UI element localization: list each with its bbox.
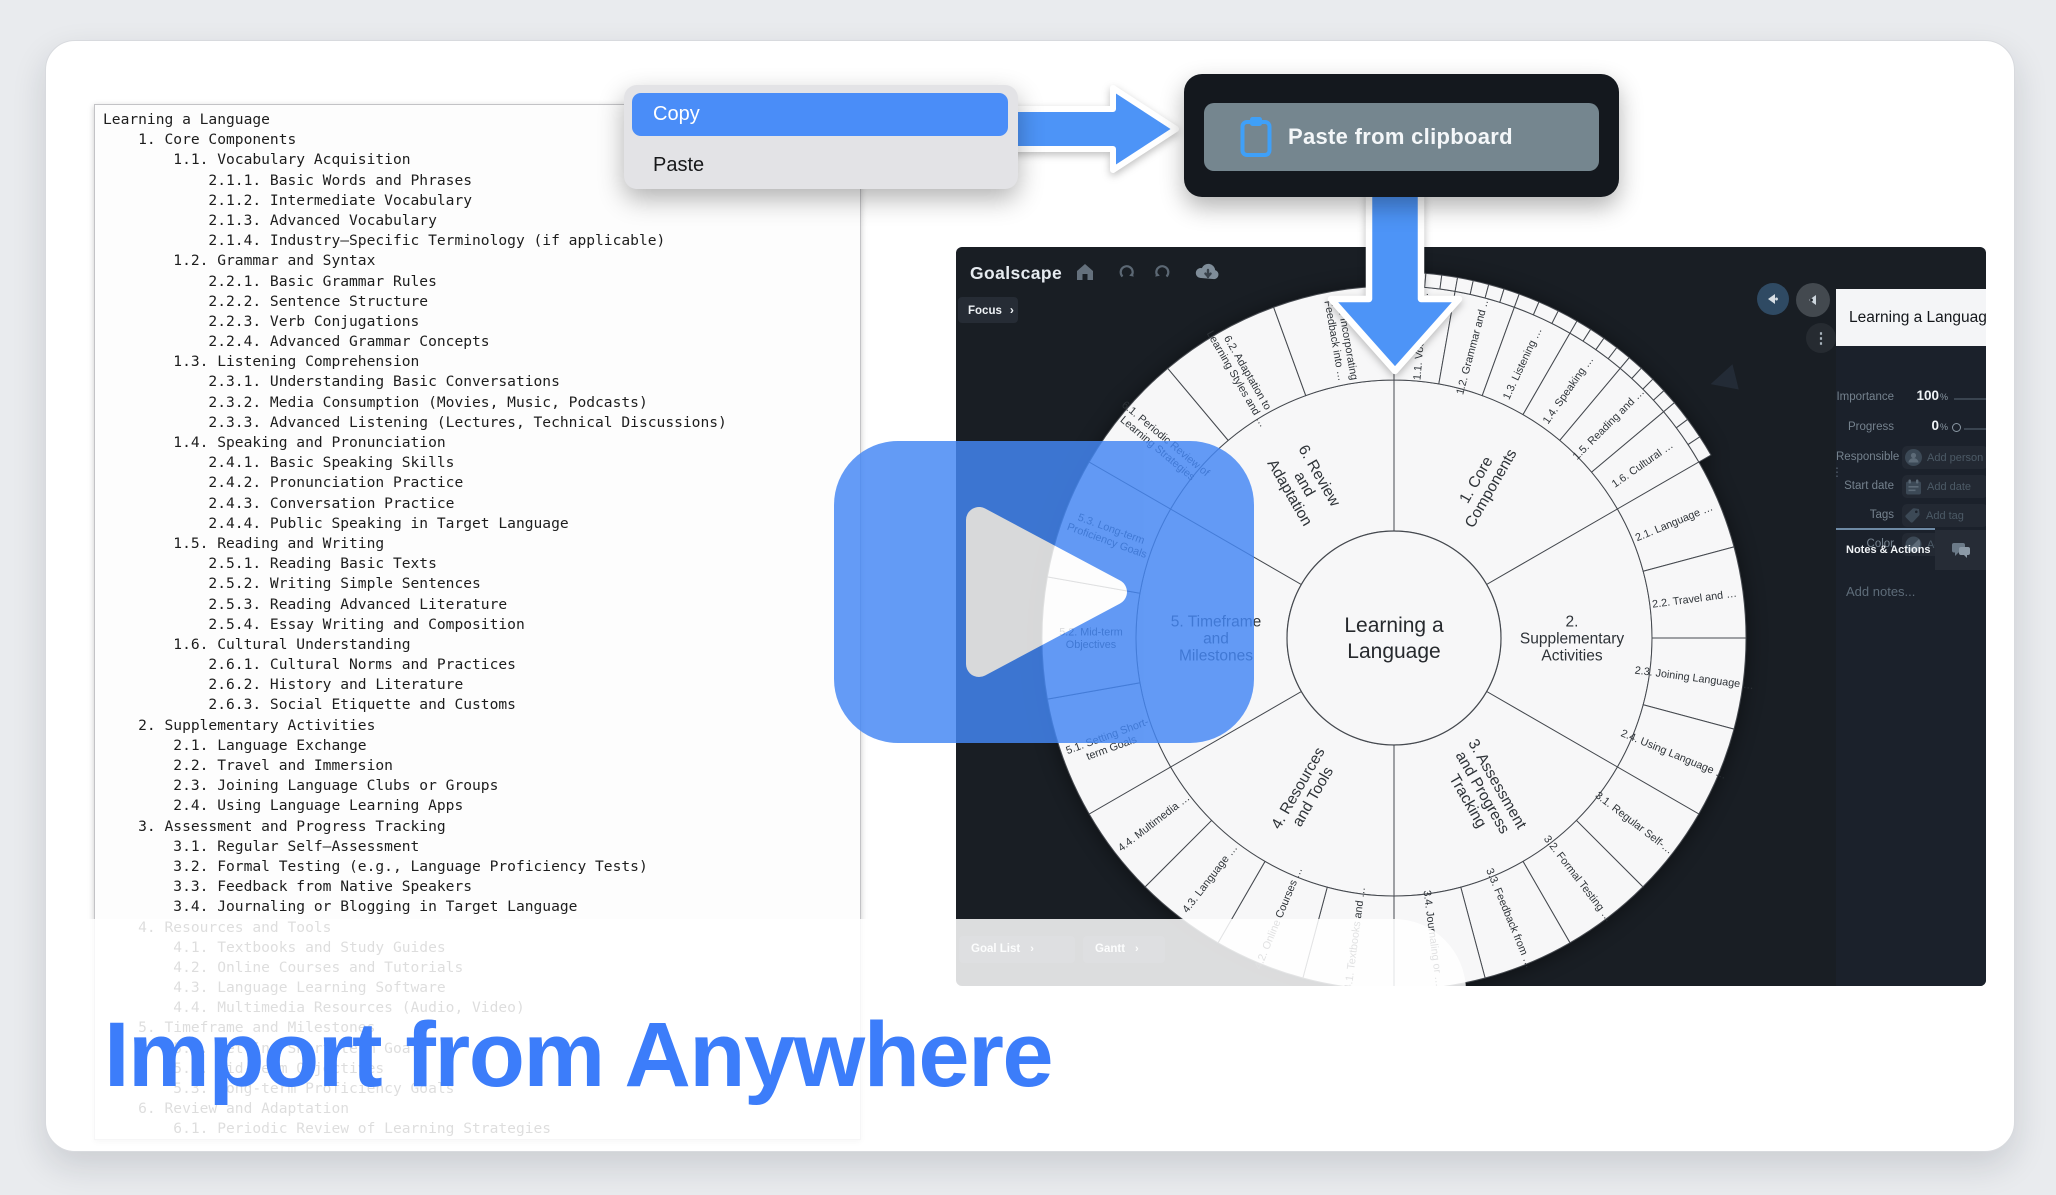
- video-frame-card: Learning a Language 1. Core Components 1…: [45, 40, 2015, 1152]
- chat-icon: [1951, 542, 1970, 558]
- outline-line: 3.1. Regular Self–Assessment: [103, 837, 420, 855]
- add-date-button[interactable]: Add date: [1902, 475, 1986, 498]
- play-icon: [966, 507, 1127, 677]
- play-button[interactable]: [834, 441, 1254, 743]
- outline-line: 2.3.1. Understanding Basic Conversations: [103, 373, 560, 391]
- outline-line: 1.1. Vocabulary Acquisition: [103, 151, 411, 169]
- tags-label: Tags: [1869, 509, 1894, 521]
- outline-line: 2.2.2. Sentence Structure: [103, 292, 429, 310]
- outline-line: 2.4.3. Conversation Practice: [103, 494, 455, 512]
- responsible-row[interactable]: Responsible Add person: [1836, 446, 1986, 471]
- outline-line: 2.4. Using Language Learning Apps: [103, 797, 464, 815]
- outline-line: 2.3. Joining Language Clubs or Groups: [103, 777, 499, 795]
- clipboard-icon: [1240, 117, 1272, 157]
- notes-input[interactable]: Add notes...: [1846, 584, 1916, 599]
- outline-line: 1.2. Grammar and Syntax: [103, 252, 376, 270]
- outline-line: 2.2.1. Basic Grammar Rules: [103, 272, 437, 290]
- outline-line: 3.3. Feedback from Native Speakers: [103, 878, 473, 896]
- goalscape-window: Goalscape Focus› 1.1. Vocabulary …1.2. G…: [956, 247, 1986, 986]
- selection-marker-icon: [1710, 364, 1739, 390]
- cloud-upload-icon[interactable]: [1194, 259, 1222, 283]
- color-label: Color: [1866, 538, 1894, 550]
- more-options-button[interactable]: ⋮: [1806, 323, 1836, 353]
- outline-line: 2.1.2. Intermediate Vocabulary: [103, 191, 473, 209]
- caption-title: Import from Anywhere: [104, 1004, 1054, 1106]
- start-date-label: Start date: [1844, 480, 1894, 492]
- caption-overlay: [46, 919, 1466, 1151]
- focus-button[interactable]: Focus›: [958, 297, 1018, 323]
- progress-slider-knob[interactable]: [1952, 423, 1961, 432]
- outline-line: 2.5.2. Writing Simple Sentences: [103, 575, 481, 593]
- redo-icon[interactable]: [1151, 262, 1173, 282]
- sunburst-chart[interactable]: 1.1. Vocabulary …1.2. Grammar and …1.3. …: [956, 247, 1986, 986]
- outline-line: 1. Core Components: [103, 131, 297, 149]
- color-circle-icon: [1905, 536, 1922, 553]
- arrow-down-icon: [1327, 189, 1463, 375]
- person-icon: [1905, 449, 1922, 466]
- arrow-right-icon: [1003, 85, 1179, 173]
- outline-line: 1.5. Reading and Writing: [103, 534, 385, 552]
- outline-line: 1.6. Cultural Understanding: [103, 635, 411, 653]
- outline-line: 2.4.4. Public Speaking in Target Languag…: [103, 514, 569, 532]
- tab-comments[interactable]: [1935, 530, 1986, 570]
- outline-line: 2. Supplementary Activities: [103, 716, 376, 734]
- progress-label: Progress: [1847, 421, 1894, 433]
- progress-row[interactable]: Progress 0%: [1836, 417, 1986, 441]
- outline-line: 2.1.1. Basic Words and Phrases: [103, 171, 473, 189]
- outline-line: 2.6.1. Cultural Norms and Practices: [103, 656, 516, 674]
- tags-row[interactable]: Tags Add tag: [1836, 504, 1986, 529]
- zoom-mode-icon[interactable]: [1796, 283, 1830, 317]
- outline-line: Learning a Language: [103, 111, 270, 128]
- outline-line: 2.4.2. Pronunciation Practice: [103, 474, 464, 492]
- goal-title[interactable]: Learning a Language: [1836, 289, 1986, 346]
- outline-line: 2.3.2. Media Consumption (Movies, Music,…: [103, 393, 648, 411]
- context-menu: Copy Paste: [624, 85, 1018, 189]
- outline-line: 2.2.4. Advanced Grammar Concepts: [103, 333, 490, 351]
- vertical-dots-icon: ⋮: [1813, 330, 1829, 347]
- outline-line: 2.5.3. Reading Advanced Literature: [103, 595, 508, 613]
- outline-line: 3.4. Journaling or Blogging in Target La…: [103, 898, 578, 916]
- outline-line: 1.4. Speaking and Pronunciation: [103, 434, 446, 451]
- responsible-label: Responsible: [1836, 451, 1900, 463]
- importance-slider[interactable]: [1954, 398, 1986, 400]
- add-tag-button[interactable]: Add tag: [1902, 504, 1986, 527]
- outline-line: 2.3.3. Advanced Listening (Lectures, Tec…: [103, 413, 727, 431]
- tab-notes-actions[interactable]: Notes & Actions: [1846, 544, 1931, 556]
- outline-line: 2.2.3. Verb Conjugations: [103, 312, 420, 330]
- menu-item-copy[interactable]: Copy: [632, 93, 1008, 136]
- center-goal[interactable]: [1286, 530, 1502, 746]
- outline-line: 2.2. Travel and Immersion: [103, 757, 393, 774]
- paste-callout: Paste from clipboard: [1184, 74, 1619, 197]
- paste-from-clipboard-button[interactable]: Paste from clipboard: [1204, 103, 1599, 171]
- outline-line: 2.1. Language Exchange: [103, 736, 367, 754]
- goal-properties-panel: Learning a Language Importance 100% Prog…: [1831, 289, 1986, 986]
- presentation-icon[interactable]: [1757, 283, 1789, 315]
- outline-line: 3. Assessment and Progress Tracking: [103, 817, 446, 835]
- tag-icon: [1905, 507, 1920, 523]
- start-date-row[interactable]: Start date Add date: [1836, 475, 1986, 500]
- outline-line: 3.2. Formal Testing (e.g., Language Prof…: [103, 857, 648, 875]
- home-icon[interactable]: [1074, 262, 1096, 282]
- outline-line: 2.5.4. Essay Writing and Composition: [103, 615, 525, 633]
- outline-line: 2.1.4. Industry–Specific Terminology (if…: [103, 232, 666, 250]
- outline-line: 2.4.1. Basic Speaking Skills: [103, 454, 455, 472]
- active-tab-indicator: [1836, 528, 1935, 530]
- progress-slider[interactable]: [1964, 428, 1986, 430]
- chevron-right-icon: ›: [1009, 303, 1014, 317]
- goalscape-logo: Goalscape: [970, 263, 1063, 283]
- importance-label: Importance: [1836, 391, 1894, 403]
- outline-line: 2.6.3. Social Etiquette and Customs: [103, 696, 516, 714]
- panel-grip-icon[interactable]: ⋮: [1831, 465, 1843, 479]
- add-person-button[interactable]: Add person: [1902, 446, 1986, 469]
- importance-row[interactable]: Importance 100%: [1836, 387, 1986, 411]
- outline-line: 2.5.1. Reading Basic Texts: [103, 555, 437, 573]
- outline-line: 2.6.2. History and Literature: [103, 676, 464, 694]
- menu-item-paste[interactable]: Paste: [653, 154, 705, 176]
- undo-icon[interactable]: [1116, 262, 1138, 282]
- calendar-icon: [1906, 479, 1921, 494]
- outline-line: 1.3. Listening Comprehension: [103, 353, 420, 371]
- outline-line: 2.1.3. Advanced Vocabulary: [103, 211, 437, 229]
